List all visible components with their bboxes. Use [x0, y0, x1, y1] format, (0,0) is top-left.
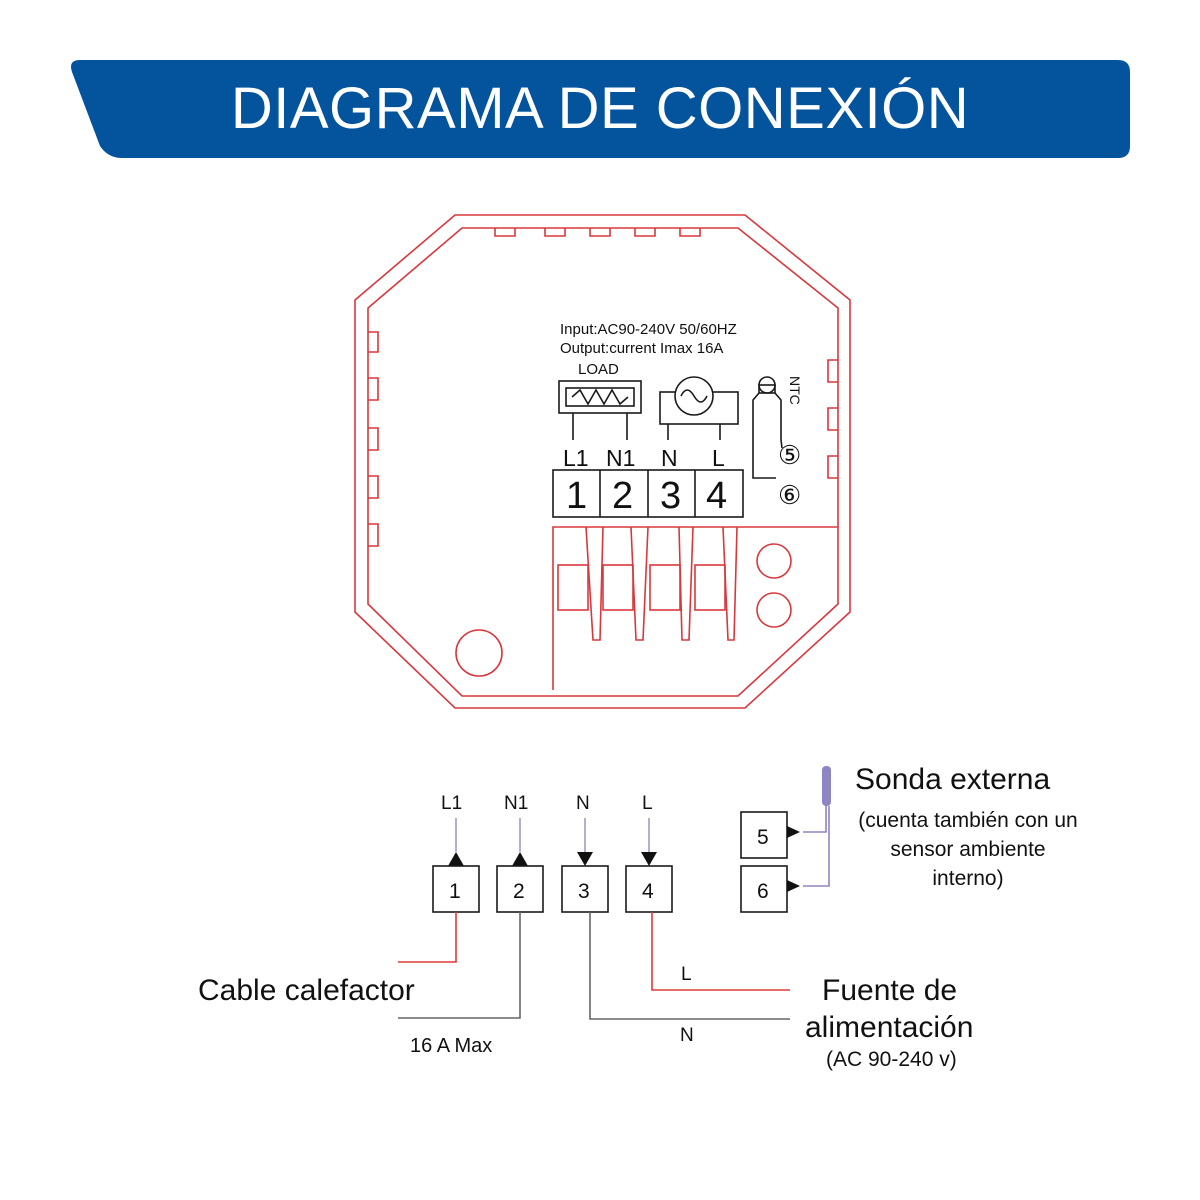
wire-n-gray: [589, 912, 790, 1020]
input-spec: Input:AC90-240V 50/60HZ: [560, 321, 737, 338]
wire-n1-gray: [398, 912, 521, 1019]
terminal-number-3: 3: [660, 475, 681, 517]
terminal-letter-n1: N1: [606, 445, 635, 471]
wiring-terminal-2: 2: [513, 880, 525, 903]
device-inner-outline: [367, 227, 839, 697]
arrow-down-icon: [577, 852, 593, 866]
heater-max-label: 16 A Max: [410, 1035, 492, 1057]
arrow-up-icon: [448, 852, 464, 866]
heater-cable-label: Cable calefactor: [198, 974, 415, 1007]
wire-l1-red: [398, 912, 457, 963]
output-spec: Output:current Imax 16A: [560, 340, 723, 357]
terminal-block: [552, 469, 744, 518]
wiring-terminal-5: 5: [757, 826, 769, 849]
banner-shape: [71, 60, 1130, 158]
sonda-note-line2: sensor ambiente: [890, 838, 1045, 861]
sonda-title: Sonda externa: [855, 763, 1050, 796]
terminal-number-4: 4: [706, 475, 727, 517]
connector-housing: [552, 526, 838, 690]
terminal-letter-n: N: [661, 445, 678, 471]
arrow-up-icon: [512, 852, 528, 866]
wiring-terminal-6: 6: [757, 880, 769, 903]
terminal-letter-l: L: [712, 445, 725, 471]
external-probe-icon: [787, 766, 831, 892]
terminal-leads: [455, 818, 650, 852]
terminal-number-2: 2: [612, 475, 633, 517]
top-notches: [494, 228, 701, 237]
arrow-down-icon: [641, 852, 657, 866]
terminal-5-symbol: ⑤: [778, 440, 801, 470]
page-title: DIAGRAMA DE CONEXIÓN: [230, 76, 970, 141]
wire-label-l: L: [642, 793, 653, 814]
wire-l-label: L: [681, 964, 692, 985]
wire-label-n1: N1: [504, 793, 528, 814]
ntc-sensor-icon: [752, 376, 783, 479]
wiring-terminal-4: 4: [642, 880, 654, 903]
ac-source-icon: [659, 376, 739, 440]
supply-label-line2: alimentación: [805, 1011, 973, 1044]
arrow-icons: [448, 852, 657, 866]
wiring-terminal-1: 1: [449, 880, 461, 903]
terminal-6-symbol: ⑥: [778, 480, 801, 510]
wiring-terminal-3: 3: [578, 880, 590, 903]
supply-label-line1: Fuente de: [822, 974, 957, 1007]
wire-label-l1: L1: [441, 793, 462, 814]
mounting-hole: [455, 629, 503, 677]
wire-l-red: [651, 912, 790, 991]
ntc-label: NTC: [787, 376, 803, 405]
wiring-terminals: [432, 811, 788, 913]
wiring-diagram: L1 N1 N L 1 2 3 4 5: [198, 763, 1078, 1071]
device-back-view: Input:AC90-240V 50/60HZ Output:current I…: [354, 214, 851, 709]
load-label: LOAD: [578, 361, 619, 378]
wire-label-n: N: [576, 793, 590, 814]
device-outline: [354, 214, 851, 709]
header-banner: DIAGRAMA DE CONEXIÓN: [0, 0, 1200, 200]
load-resistor-icon: [558, 380, 642, 440]
right-notches: [827, 359, 838, 479]
sonda-note-line3: interno): [932, 867, 1003, 890]
terminal-letter-l1: L1: [563, 445, 589, 471]
wire-n-label: N: [680, 1025, 694, 1046]
sonda-note-line1: (cuenta también con un: [858, 809, 1077, 832]
left-notches: [368, 331, 379, 547]
terminal-number-1: 1: [566, 475, 587, 517]
supply-voltage-label: (AC 90-240 v): [826, 1048, 957, 1071]
